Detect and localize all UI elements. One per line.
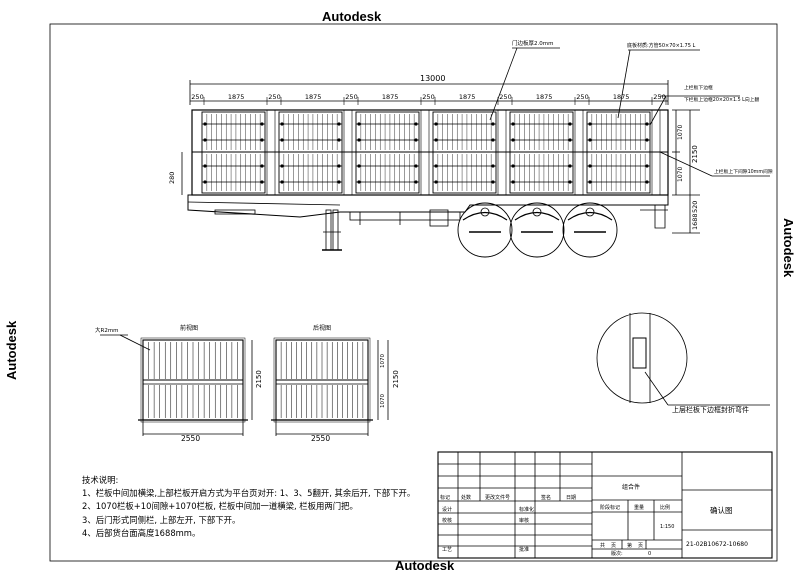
tech-note-1: 1、栏板中间加横梁,上部栏板开启方式为平台页对开: 1、3、5翻开, 其余后开,…	[82, 488, 416, 499]
watermark-bottom: Autodesk	[395, 558, 455, 573]
segment-dim-label: 1875	[459, 93, 476, 101]
side-panel	[201, 111, 266, 194]
callout-column: 底板材质:方管50×70×1.75 L	[627, 42, 696, 49]
side-panel	[509, 111, 574, 194]
tb-date: 日期	[566, 495, 576, 501]
tb-sheet-no: 第	[627, 542, 632, 549]
wheel	[562, 202, 618, 258]
tb-scale-label: 比例	[660, 504, 670, 511]
segment-dim-label: 250	[499, 93, 511, 101]
tb-count: 处数	[461, 494, 471, 501]
tb-drawing-no: 21-02B10672-10680	[686, 541, 748, 548]
tech-note-3: 3、后门形式同侧栏, 上部左开, 下部下开。	[82, 514, 241, 525]
front-callout: 大R2mm	[95, 326, 119, 334]
side-view: 13000 250 1875 250 1875 250 1875 250 1875 250 187…	[168, 39, 773, 258]
overall-length-label: 13000	[420, 74, 445, 83]
rear-width-label: 2550	[311, 434, 330, 443]
tb-design: 设计	[442, 506, 452, 513]
segment-dim-label: 250	[576, 93, 588, 101]
tech-note-4: 4、后部货台面高度1688mm。	[82, 527, 201, 538]
height-right-lower-label: 1070	[677, 167, 684, 182]
tb-sheet-unit: 页	[638, 543, 643, 549]
tb-sheet-total: 共	[600, 542, 605, 549]
segment-dim-label: 1875	[613, 93, 630, 101]
title-block-frame	[437, 451, 773, 559]
rear-upper-label: 1070	[380, 354, 386, 368]
callout-door-panel: 门边板厚2.0mm	[512, 39, 553, 47]
watermark-top: Autodesk	[322, 9, 382, 24]
rear-height-label: 2150	[392, 370, 400, 388]
chassis-frame	[187, 194, 669, 218]
detail-caption: 上层栏板下边框封折弯件	[672, 405, 749, 414]
title-block	[437, 451, 773, 559]
tb-stage-mark: 阶段标记	[600, 504, 620, 511]
segment-dim-label: 1875	[305, 93, 322, 101]
front-view: 2550 2150 前视图 大R2mm	[95, 324, 263, 443]
height-total-label: 2150	[691, 145, 699, 163]
rear-view: 2550 1070 1070 2150 后视图	[271, 324, 400, 443]
segment-dim-label: 250	[653, 93, 665, 101]
landing-gear	[325, 209, 332, 251]
tb-scale: 1:150	[660, 524, 674, 530]
segment-dim-label: 1875	[536, 93, 553, 101]
tb-check: 校核	[442, 517, 452, 524]
rear-lower-label: 1070	[380, 394, 386, 408]
chassis-height-label: 520	[691, 201, 699, 213]
front-height-label: 2150	[255, 370, 263, 388]
segment-dim-label: 250	[422, 93, 434, 101]
outer-frame	[49, 23, 778, 562]
tb-sheet-of: 页	[611, 543, 616, 549]
deck-height-label: 1688	[691, 213, 699, 230]
front-width-label: 2550	[181, 434, 200, 443]
tb-approve: 批准	[519, 546, 529, 553]
wheel	[509, 202, 565, 258]
segment-dim-label: 1875	[228, 93, 245, 101]
wheel	[457, 202, 513, 258]
tb-standard: 标准化	[519, 506, 534, 513]
segment-dim-label: 250	[345, 93, 357, 101]
tech-note-2: 2、1070栏板+10间隙+1070栏板, 栏板中间加一道横梁, 栏板用两门把。	[82, 501, 358, 512]
side-panel	[586, 111, 651, 194]
technical-notes: 技术说明: 1、栏板中间加横梁,上部栏板开启方式为平台页对开: 1、3、5翻开,…	[82, 474, 415, 540]
leader-column	[617, 49, 631, 119]
front-view-title: 前视图	[180, 324, 198, 332]
tb-confirm: 确认图	[710, 505, 733, 515]
side-panel	[355, 111, 420, 194]
rear-view-title: 后视图	[313, 324, 331, 332]
height-right-upper-label: 1070	[677, 125, 684, 140]
segment-dim-label: 250	[191, 93, 203, 101]
tb-change-doc: 更改文件号	[485, 494, 510, 501]
segment-dim-label: 1875	[382, 93, 399, 101]
segment-dim-label: 250	[268, 93, 280, 101]
height-left-label: 280	[168, 172, 176, 184]
tb-process: 工艺	[442, 547, 452, 553]
detail-view: 上层栏板下边框封折弯件	[596, 312, 770, 414]
callout-gap: 上栏板上下间隙10mm间隙	[714, 168, 773, 175]
tb-assembly: 组合件	[622, 483, 640, 491]
leader-door-panel	[489, 47, 518, 121]
tb-version: 0	[648, 551, 651, 557]
tb-version-label: 版次:	[611, 550, 623, 557]
detail-circle	[596, 312, 688, 404]
tb-sign: 签名	[541, 494, 551, 501]
tb-mark: 标记	[440, 494, 450, 501]
callout-top-beam-1: 上栏板下边框	[684, 84, 713, 91]
side-panel	[432, 111, 497, 194]
callout-top-beam-2: 下栏板上边框20×20×1.5 L向上翻	[684, 96, 759, 103]
tb-weight: 重量	[634, 504, 644, 511]
tech-notes-title: 技术说明:	[82, 475, 119, 485]
side-panel	[278, 111, 343, 194]
tb-review: 审核	[519, 517, 529, 524]
